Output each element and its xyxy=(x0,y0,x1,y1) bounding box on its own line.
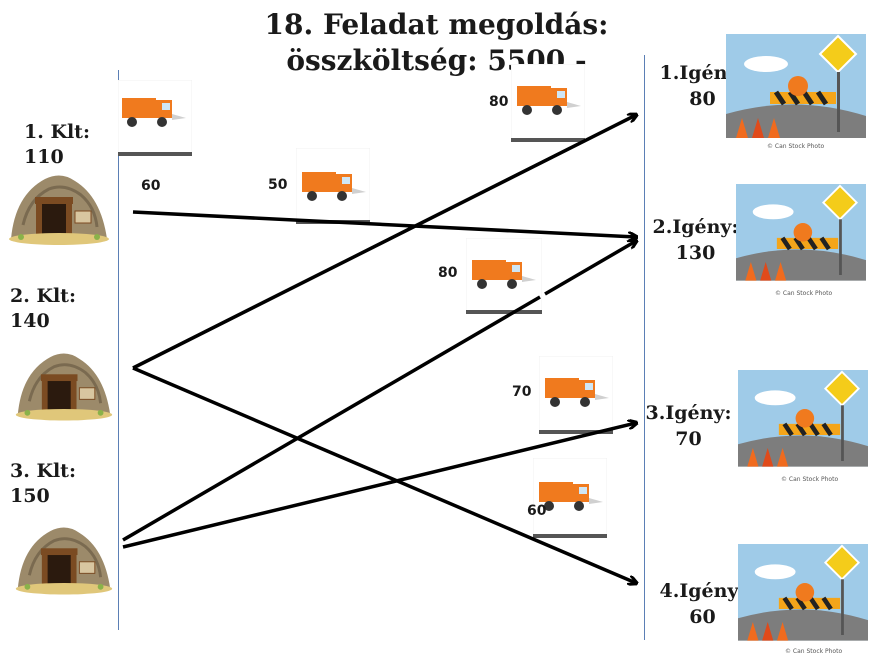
demand-1-label: 1.Igény:80 xyxy=(659,62,746,110)
road-construction-sign-icon xyxy=(726,34,866,138)
image-credit: © Can Stock Photo xyxy=(775,290,833,297)
mine-entrance-icon xyxy=(15,527,113,595)
road-construction-sign-icon xyxy=(736,184,866,281)
arrow-1-to-2 xyxy=(132,210,636,237)
shipment-amount-label: 60 xyxy=(141,178,161,194)
shipment-amount-label: 70 xyxy=(512,384,532,400)
arrow-2-to-4 xyxy=(132,366,636,583)
arrow-3-to-2 xyxy=(122,295,541,542)
supplier-1-label: 1. Klt:110 xyxy=(24,121,90,168)
supplier-2-label: 2. Klt:140 xyxy=(10,285,76,332)
dump-truck-icon xyxy=(539,356,613,434)
dump-truck-icon xyxy=(511,64,585,142)
shipment-amount-label: 60 xyxy=(527,503,547,519)
title-line-1: 18. Feladat megoldás: xyxy=(264,8,609,41)
shipment-amount-label: 80 xyxy=(489,94,509,110)
demand-4-label: 4.Igény:60 xyxy=(659,580,746,628)
shipment-amount-label: 80 xyxy=(438,265,458,281)
supplier-axis-line xyxy=(118,70,119,630)
demand-3-label: 3.Igény:70 xyxy=(645,402,732,450)
arrow-3-to-2-head xyxy=(544,241,636,296)
image-credit: © Can Stock Photo xyxy=(767,143,825,150)
supplier-3-label: 3. Klt:150 xyxy=(10,460,76,507)
demand-2-label: 2.Igény:130 xyxy=(652,216,739,264)
road-construction-sign-icon xyxy=(738,544,868,641)
shipment-amount-label: 50 xyxy=(268,177,288,193)
mine-entrance-icon xyxy=(15,353,113,421)
mine-entrance-icon xyxy=(9,175,109,245)
dump-truck-icon xyxy=(533,458,607,538)
arrow-2-to-1 xyxy=(132,115,636,370)
arrow-3-to-3 xyxy=(122,423,636,549)
dump-truck-icon xyxy=(118,80,192,156)
demand-axis-line xyxy=(644,55,645,640)
image-credit: © Can Stock Photo xyxy=(781,476,839,483)
road-construction-sign-icon xyxy=(738,370,868,467)
image-credit: © Can Stock Photo xyxy=(785,648,843,655)
